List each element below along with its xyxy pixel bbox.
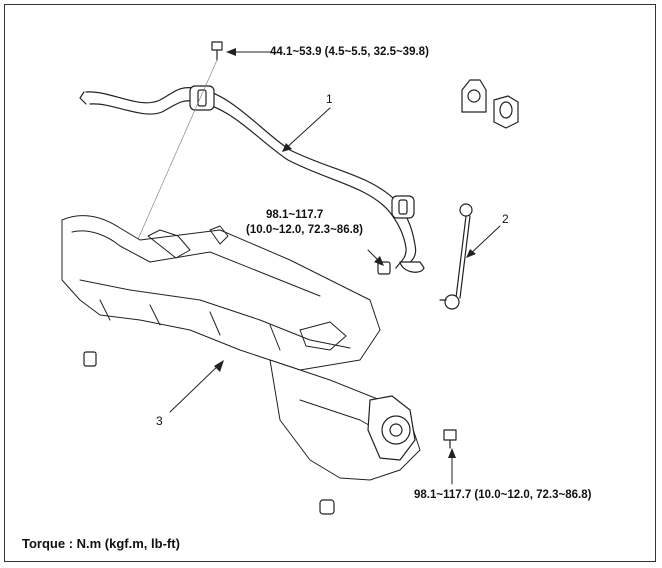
torque-label-mid-nut-line1: 98.1~117.7 [266,209,324,221]
bracket-bolt [211,41,223,61]
bracket-detached [461,79,487,113]
torque-label-bottom-bolt: 98.1~117.7 (10.0~12.0, 72.3~86.8) [414,489,592,501]
diagram-frame [4,4,656,562]
torque-label-top-bolt: 44.1~53.9 (4.5~5.5, 32.5~39.8) [270,46,429,58]
subframe-nut-left [83,351,97,367]
torque-label-mid-nut-line2: (10.0~12.0, 72.3~86.8) [246,224,364,236]
bar-bushing-right [391,195,415,219]
stabilizer-link [439,203,473,310]
bar-bushing-left [189,85,215,111]
lower-arm-bolt [443,429,457,449]
torque-units-legend: Torque : N.m (kgf.m, lb-ft) [22,536,180,551]
link-nut [377,261,391,275]
stabilizer-bar [79,87,417,269]
bushing-detached [493,95,519,129]
steering-knuckle [367,395,416,461]
leader-lines [169,51,501,485]
callout-item-3: 3 [156,414,163,428]
lower-arm-nut [319,499,335,515]
bar-end-bushing [399,261,425,273]
callout-item-2: 2 [502,212,509,226]
front-subframe [61,215,381,371]
arrowheads [214,48,476,458]
callout-item-1: 1 [326,92,333,106]
